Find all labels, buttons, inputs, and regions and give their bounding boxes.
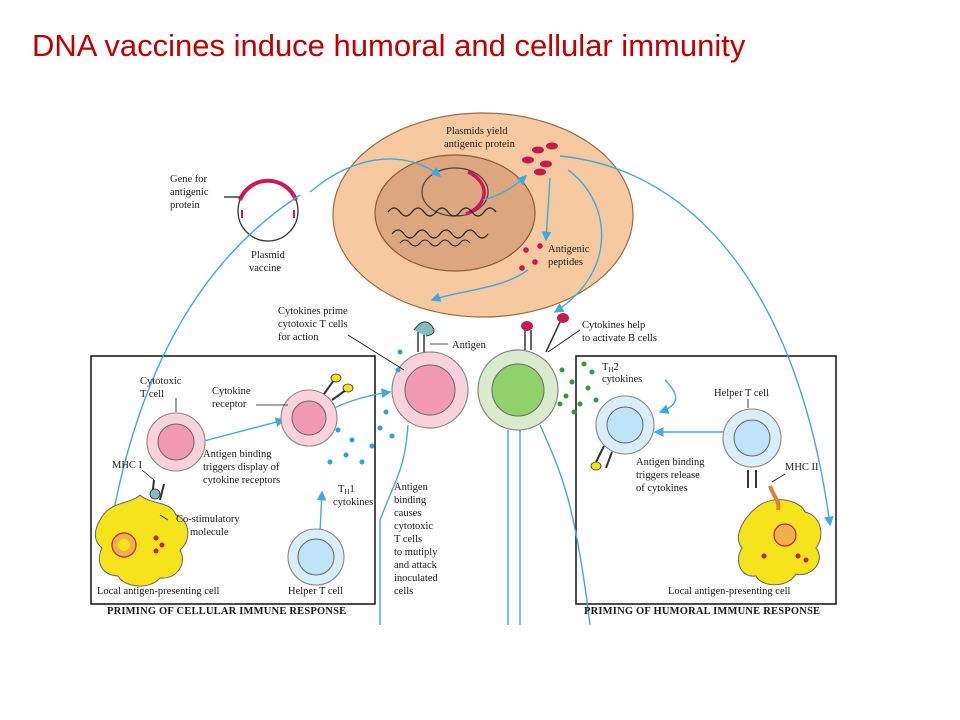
svg-text:Gene for: Gene for [170,174,208,185]
svg-text:receptor: receptor [212,399,247,410]
th2-cytokine-dots [557,361,599,415]
svg-text:inoculated: inoculated [394,573,438,584]
svg-text:cytokine receptors: cytokine receptors [203,475,280,486]
label-cytokine-receptor: Cytokine receptor [212,386,251,410]
svg-text:Cytokine: Cytokine [212,386,251,397]
chromosome-dna-1 [387,207,497,217]
plasmid-gene-segment [465,170,486,216]
svg-text:vaccine: vaccine [249,263,281,274]
svg-text:Cytokines help: Cytokines help [582,320,645,331]
label-antigen-binding-release: Antigen binding triggers release of cyto… [636,457,705,494]
svg-text:Cytokines prime: Cytokines prime [278,306,348,317]
svg-text:Antigen: Antigen [394,482,429,493]
svg-text:to mutiply: to mutiply [394,547,438,558]
svg-text:T cell: T cell [140,389,164,400]
svg-text:Plasmid: Plasmid [251,250,286,261]
label-left-helper-t-cell: Helper T cell [288,586,343,597]
pointer-lines [141,329,786,521]
label-left-apc: Local antigen-presenting cell [97,586,220,597]
label-antigen-binding-display: Antigen binding triggers display of cyto… [203,449,280,486]
label-th2-cytokines: cytokines [602,374,642,385]
svg-text:cytotoxic T cells: cytotoxic T cells [278,319,348,330]
label-antigen: Antigen [452,340,487,351]
svg-text:causes: causes [394,508,421,519]
caption-cellular: PRIMING OF CELLULAR IMMUNE RESPONSE [107,606,346,617]
activated-cytotoxic-t-cell [280,373,354,447]
svg-text:cytotoxic: cytotoxic [394,521,433,532]
chromosome-dna-3 [399,239,471,247]
label-cytotoxic-t-cell: Cytotoxic T cell [140,376,182,400]
svg-text:Antigenic: Antigenic [548,244,590,255]
svg-text:triggers release: triggers release [636,470,700,481]
label-antigenic-peptides: Antigenic peptides [548,244,590,268]
humoral-response-panel [575,355,837,605]
label-mhc-i: MHC I [112,460,143,471]
slide-title: DNA vaccines induce humoral and cellular… [32,28,746,63]
svg-text:for action: for action [278,332,319,343]
svg-text:cells: cells [394,586,413,597]
caption-humoral: PRIMING OF HUMORAL IMMUNE RESPONSE [584,606,820,617]
plasmid-vaccine [224,178,299,242]
label-mhc-ii: MHC II [785,462,819,473]
svg-text:to activate B cells: to activate B cells [582,333,657,344]
svg-text:Cytotoxic: Cytotoxic [140,376,182,387]
svg-text:Antigen binding: Antigen binding [203,449,272,460]
svg-text:triggers display of: triggers display of [203,462,280,473]
label-plasmid-vaccine: Plasmid vaccine [249,250,286,274]
svg-text:T cells: T cells [394,534,422,545]
svg-text:antigenic protein: antigenic protein [444,139,516,150]
left-cytotoxic-t-cell [146,412,206,472]
label-plasmids-yield: Plasmids yield antigenic protein [444,126,516,150]
right-antigen-presenting-cell [737,485,822,586]
label-th2: TH2 [602,362,619,374]
label-th1: TH1 [338,484,355,496]
svg-text:Plasmids yield: Plasmids yield [446,126,508,137]
svg-text:molecule: molecule [190,527,229,538]
label-th1-cytokines: cytokines [333,497,373,508]
antigenic-peptide-dots [519,243,543,271]
left-helper-t-cell [287,528,345,586]
transfected-cell [332,112,634,318]
right-helper-t-cell [722,408,782,488]
svg-text:binding: binding [394,495,427,506]
central-b-cell [477,313,569,431]
svg-text:Co-stimulatory: Co-stimulatory [176,514,240,525]
svg-text:of cytokines: of cytokines [636,483,688,494]
central-cytotoxic-t-cell [391,321,469,429]
label-right-apc: Local antigen-presenting cell [668,586,791,597]
label-cytokines-help: Cytokines help to activate B cells [582,320,657,344]
svg-text:Antigen binding: Antigen binding [636,457,705,468]
cellular-response-panel [90,355,376,605]
nucleus [374,154,536,272]
label-gene-for-antigenic-protein: Gene for antigenic protein [170,174,209,211]
label-co-stimulatory: Co-stimulatory molecule [176,514,240,538]
svg-text:protein: protein [170,200,200,211]
label-cytokines-prime: Cytokines prime cytotoxic T cells for ac… [278,306,348,343]
th1-cytokine-dots [327,349,403,465]
svg-text:peptides: peptides [548,257,583,268]
right-helper-t-cell-activated [590,395,655,471]
left-antigen-presenting-cell [94,479,189,587]
svg-text:and attack: and attack [394,560,438,571]
chromosome-dna-2 [391,229,489,239]
label-antigen-binding-causes: Antigen binding causes cytotoxic T cells… [394,482,438,597]
svg-text:antigenic: antigenic [170,187,209,198]
label-right-helper-t-cell: Helper T cell [714,388,769,399]
antigenic-protein-blobs [522,142,558,176]
